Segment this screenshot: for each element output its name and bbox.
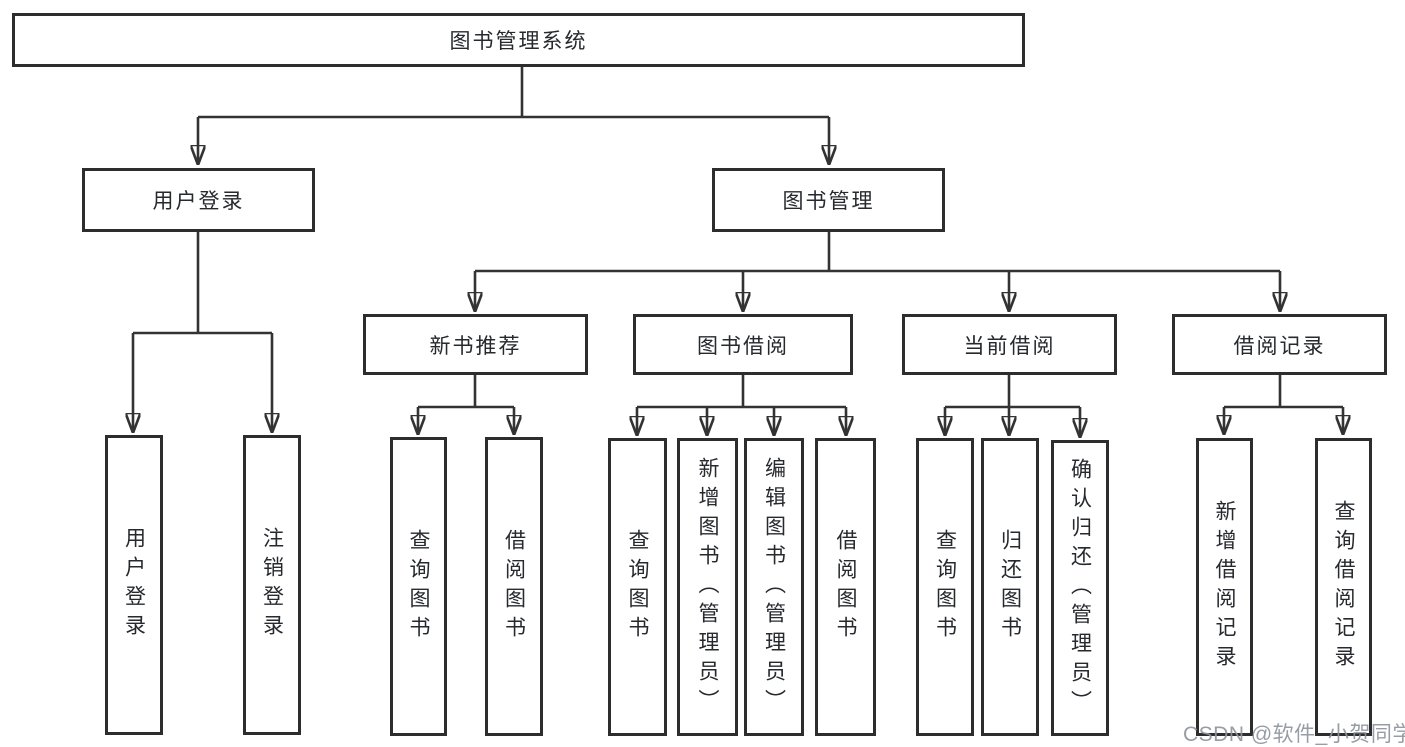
node-root: 图书管理系统 xyxy=(12,13,1025,67)
leaf-borrow-edit-books-admin: 编辑图书（管理员） xyxy=(744,438,804,736)
node-user-login-branch: 用户登录 xyxy=(82,168,315,232)
leaf-user-login: 用户登录 xyxy=(105,435,163,735)
leaf-newrec-borrow-books: 借阅图书 xyxy=(485,437,543,736)
csdn-watermark: CSDN @软件_小贺同学 xyxy=(1183,723,1405,746)
leaf-borrow-borrow-books: 借阅图书 xyxy=(815,438,876,736)
node-book-management: 图书管理 xyxy=(712,168,945,232)
leaf-current-confirm-return-admin: 确认归还（管理员） xyxy=(1051,440,1109,736)
node-book-borrowing: 图书借阅 xyxy=(633,314,853,375)
leaf-borrow-query-books: 查询图书 xyxy=(608,438,667,736)
node-new-book-recommend: 新书推荐 xyxy=(363,314,588,375)
node-current-borrowing: 当前借阅 xyxy=(902,314,1117,375)
leaf-logout-login: 注销登录 xyxy=(243,435,301,735)
leaf-current-return-books: 归还图书 xyxy=(981,438,1039,736)
leaf-current-query-books: 查询图书 xyxy=(916,438,974,736)
node-borrowing-records: 借阅记录 xyxy=(1172,314,1387,375)
leaf-records-query-record: 查询借阅记录 xyxy=(1315,438,1372,736)
leaf-borrow-add-books-admin: 新增图书（管理员） xyxy=(677,438,738,736)
leaf-newrec-query-books: 查询图书 xyxy=(390,437,447,736)
leaf-records-add-record: 新增借阅记录 xyxy=(1196,438,1253,736)
